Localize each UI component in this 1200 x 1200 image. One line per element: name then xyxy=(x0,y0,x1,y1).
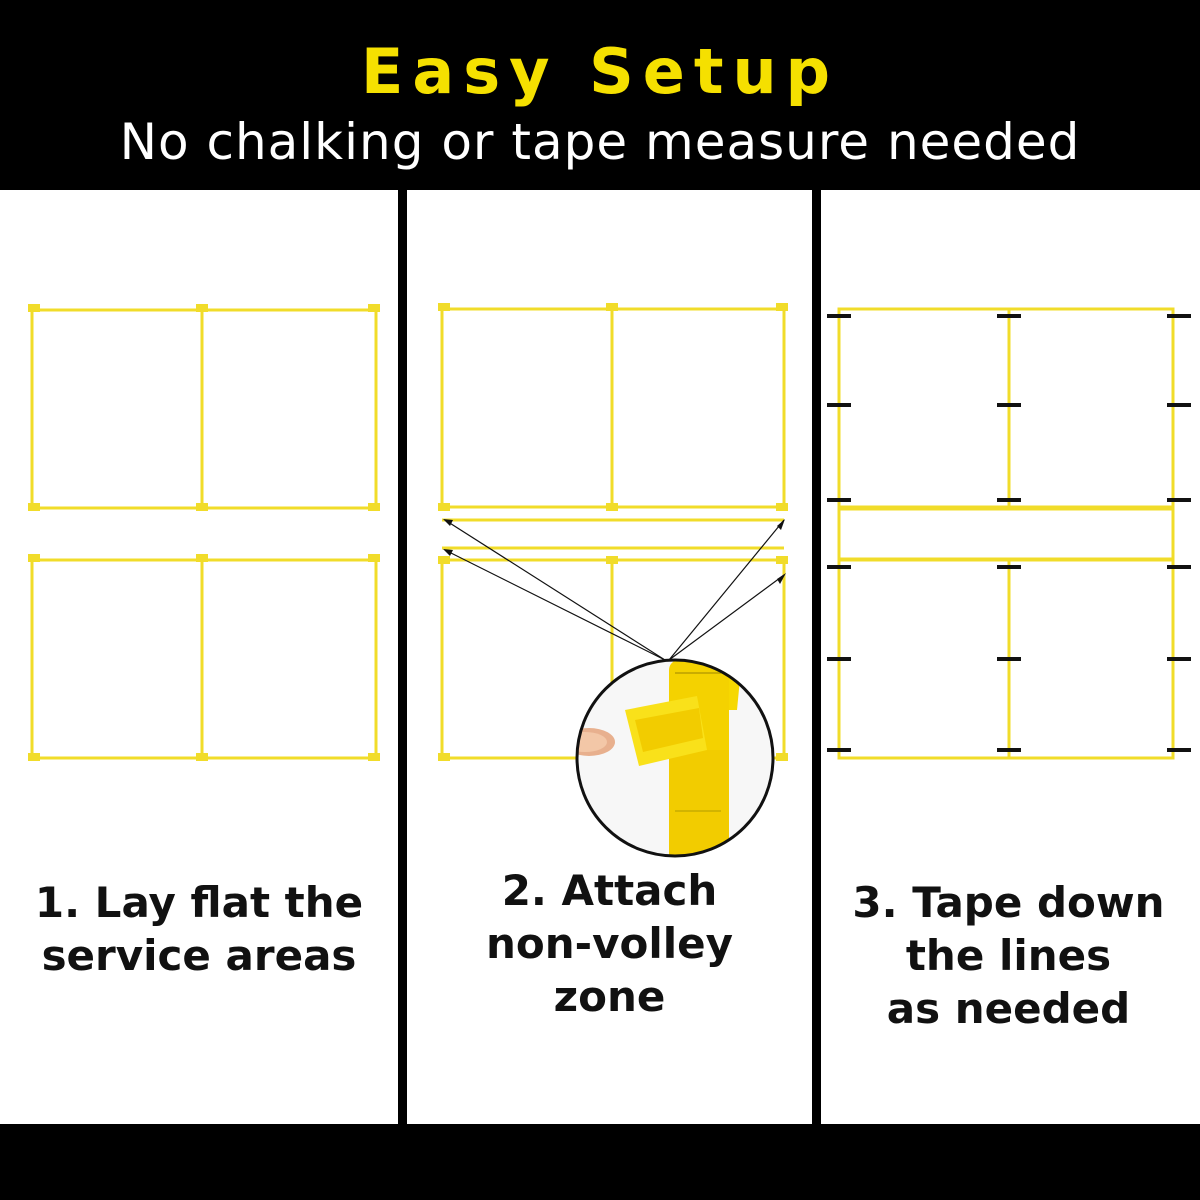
corner-connector xyxy=(776,303,788,311)
corner-connector xyxy=(196,753,208,761)
corner-connector xyxy=(28,554,40,562)
caption-line: 3. Tape down xyxy=(852,878,1165,927)
tape-strip xyxy=(997,498,1021,502)
corner-connector xyxy=(606,556,618,564)
corner-connector xyxy=(368,503,380,511)
tape-strip xyxy=(1167,314,1191,318)
corner-connector xyxy=(438,503,450,511)
caption-line: 2. Attach xyxy=(501,866,718,915)
step-3-panel: 3. Tape down the lines as needed xyxy=(821,190,1200,1124)
tape-strip xyxy=(1167,403,1191,407)
corner-connector xyxy=(28,503,40,511)
corner-connector xyxy=(438,556,450,564)
tape-strip xyxy=(1167,565,1191,569)
arrowhead xyxy=(443,549,453,556)
tape-strip xyxy=(1167,498,1191,502)
tape-strip xyxy=(1167,748,1191,752)
corner-connector xyxy=(368,753,380,761)
corner-connector xyxy=(196,304,208,312)
tape-strip xyxy=(827,498,851,502)
caption-line: the lines xyxy=(905,931,1112,980)
footer-bar xyxy=(0,1124,1200,1200)
pointer-line xyxy=(668,519,785,661)
corner-connector xyxy=(196,554,208,562)
tape-strip xyxy=(827,748,851,752)
tape-strip xyxy=(997,403,1021,407)
court-frame xyxy=(30,308,378,510)
page-subtitle: No chalking or tape measure needed xyxy=(119,113,1081,171)
tape-strip xyxy=(997,314,1021,318)
tape-down-diagram xyxy=(827,307,1191,760)
corner-connector xyxy=(28,304,40,312)
caption-line: zone xyxy=(553,972,666,1021)
court-frame xyxy=(837,307,1175,509)
arrowhead xyxy=(443,519,453,526)
page-title: Easy Setup xyxy=(361,35,839,108)
step-3-caption: 3. Tape down the lines as needed xyxy=(819,876,1198,1035)
tape-strip xyxy=(827,314,851,318)
tape-strip xyxy=(827,565,851,569)
corner-connector xyxy=(28,753,40,761)
non-volley-zone-diagram xyxy=(438,303,788,858)
corner-connector xyxy=(776,503,788,511)
non-volley-frame xyxy=(837,507,1175,561)
corner-connector xyxy=(368,304,380,312)
tape-strip xyxy=(997,565,1021,569)
caption-line: 1. Lay flat the xyxy=(34,878,364,927)
panel-divider-2 xyxy=(812,190,821,1142)
caption-line: non-volley xyxy=(486,919,733,968)
pointer-line xyxy=(444,549,666,661)
arrowhead xyxy=(777,573,786,584)
pointer-line xyxy=(668,574,785,661)
service-areas-diagram xyxy=(28,304,380,761)
corner-connector xyxy=(196,503,208,511)
step-1-caption: 1. Lay flat the service areas xyxy=(0,876,398,982)
step-1-panel: 1. Lay flat the service areas xyxy=(0,190,398,1124)
header-banner: Easy Setup No chalking or tape measure n… xyxy=(0,0,1200,190)
corner-connector xyxy=(776,556,788,564)
tape-strip xyxy=(1167,657,1191,661)
velcro-strap-closeup xyxy=(577,660,773,856)
tape-strip xyxy=(997,748,1021,752)
tape-strip xyxy=(827,657,851,661)
caption-line: service areas xyxy=(41,931,357,980)
step-2-panel: 2. Attach non-volley zone xyxy=(407,190,812,1124)
corner-connector xyxy=(606,503,618,511)
corner-connector xyxy=(438,303,450,311)
panel-divider-1 xyxy=(398,190,407,1142)
pointer-line xyxy=(444,519,666,661)
tape-strip xyxy=(827,403,851,407)
zoom-circle xyxy=(575,658,775,858)
tape-strip xyxy=(997,657,1021,661)
corner-connector xyxy=(438,753,450,761)
step-2-caption: 2. Attach non-volley zone xyxy=(407,864,812,1023)
arrowhead xyxy=(777,519,785,530)
corner-connector xyxy=(606,303,618,311)
corner-connector xyxy=(368,554,380,562)
caption-line: as needed xyxy=(886,984,1131,1033)
corner-connector xyxy=(776,753,788,761)
court-frame xyxy=(30,558,378,760)
